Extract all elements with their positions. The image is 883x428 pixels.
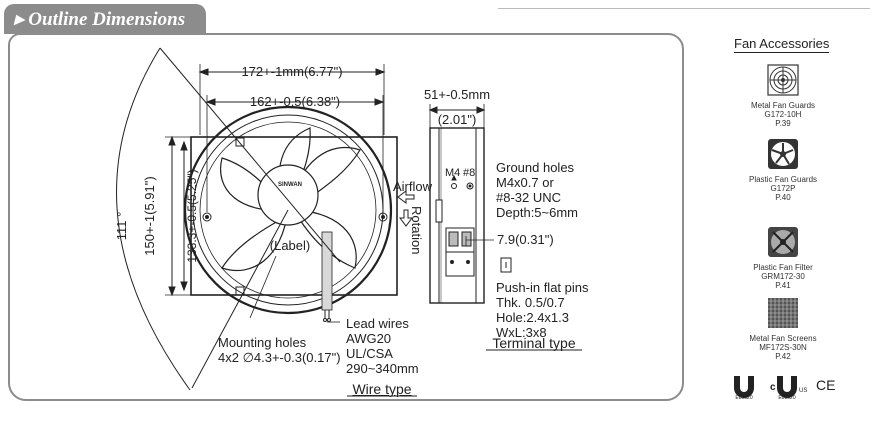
terminal-type-caption: Terminal type	[492, 335, 575, 351]
push-in-line-2: Thk. 0.5/0.7	[496, 295, 565, 310]
num8-label: #8	[463, 167, 475, 179]
mounting-holes-note: Mounting holes 4x2 ∅4.3+-0.3(0.17")	[218, 335, 341, 365]
certification-marks: E89520 c US E89520 CE	[732, 372, 862, 407]
push-in-line-1: Push-in flat pins	[496, 280, 589, 295]
front-dimension-lines	[165, 64, 386, 297]
diagram-panel	[8, 33, 684, 401]
mounting-line-1: Mounting holes	[218, 335, 307, 350]
fan-frame-ring	[183, 105, 393, 315]
section-tab: ▸ Outline Dimensions	[4, 4, 206, 34]
cur-us-mark-icon: c US E89520	[770, 376, 807, 401]
cur-file-number: E89520	[778, 395, 795, 401]
certification-logos: E89520 c US E89520 CE	[734, 376, 835, 401]
depth-inch-label: (2.01")	[438, 112, 477, 127]
fan-side-view	[429, 127, 512, 304]
wire-type-caption: Wire type	[352, 381, 411, 397]
accessory-plastic-fan-guard[interactable]: Plastic Fan Guards G172P P.40	[733, 138, 833, 202]
lead-line-3: UL/CSA	[346, 346, 393, 361]
accessory-name: Plastic Fan Filter	[753, 263, 813, 272]
lead-line-2: AWG20	[346, 331, 391, 346]
accessory-page: P.41	[775, 281, 791, 290]
accessory-plastic-fan-filter[interactable]: Plastic Fan Filter GRM172-30 P.41	[733, 226, 833, 290]
side-frame	[429, 127, 485, 304]
height-overall-label: 150+-1(5.91")	[142, 176, 157, 255]
brand-logo: SINWAN	[278, 182, 302, 188]
fan-housing	[190, 136, 398, 296]
accessory-metal-fan-guard[interactable]: Metal Fan Guards G172-10H P.39	[733, 64, 833, 128]
height-holes-label: 133.3+-0.5(5.25")	[185, 169, 199, 262]
rotation-arrow-icon	[399, 209, 413, 227]
pin-gap-label: 7.9(0.31")	[497, 232, 554, 247]
airflow-arrow-icon	[397, 190, 415, 204]
diagonal-angle-label: 111 °	[114, 212, 129, 241]
depth-label: 51+-0.5mm	[424, 87, 490, 102]
us-label: US	[799, 388, 807, 394]
accessory-name: Metal Fan Screens	[749, 334, 817, 343]
metal-fan-guard-icon	[767, 64, 799, 96]
accessory-code: GRM172-30	[761, 272, 805, 281]
ur-file-number: E89520	[735, 395, 752, 401]
push-in-line-4: WxL:3x8	[496, 325, 547, 340]
accessory-page: P.39	[775, 119, 791, 128]
accessory-page: P.40	[775, 193, 791, 202]
width-holes-label: 162+-0.5(6.38")	[250, 94, 340, 109]
ur-mark-icon: E89520	[734, 376, 754, 401]
ground-holes-line-4: Depth:5~6mm	[496, 205, 578, 220]
rotation-label: Rotation	[409, 206, 424, 254]
lead-line-4: 290~340mm	[346, 361, 419, 376]
accessories-title: Fan Accessories	[734, 36, 830, 53]
accessory-name: Metal Fan Guards	[750, 101, 816, 110]
section-title: ▸ Outline Dimensions	[14, 9, 186, 30]
section-title-text: Outline Dimensions	[28, 9, 186, 30]
accessory-page: P.42	[775, 352, 791, 361]
ground-holes-note: Ground holes M4x0.7 or #8-32 UNC Depth:5…	[496, 160, 578, 220]
ground-holes-line-2: M4x0.7 or	[496, 175, 554, 190]
diagonal-arc	[116, 47, 191, 391]
fan-hub	[257, 164, 319, 226]
lead-wire-bundle	[321, 231, 333, 322]
svg-text:c: c	[770, 382, 776, 393]
accessory-code: MF172S-30N	[759, 343, 807, 352]
diagonal-line	[159, 47, 341, 263]
accessory-name: Plastic Fan Guards	[748, 175, 818, 184]
lead-wires-note: Lead wires AWG20 UL/CSA 290~340mm	[346, 316, 419, 376]
accessory-metal-fan-screen[interactable]: Metal Fan Screens MF172S-30N P.42	[733, 297, 833, 361]
plastic-fan-guard-icon	[768, 139, 798, 169]
side-dimension-lines	[428, 104, 494, 246]
airflow-label: Airflow	[393, 179, 433, 194]
label-text: (Label)	[270, 238, 310, 253]
m4-label: M4	[445, 167, 460, 179]
ce-mark-icon: CE	[816, 377, 835, 393]
mounting-line-2: 4x2 ∅4.3+-0.3(0.17")	[218, 350, 341, 365]
width-overall-label: 172+-1mm(6.77")	[241, 64, 342, 79]
push-in-line-3: Hole:2.4x1.3	[496, 310, 569, 325]
accessory-code: G172P	[770, 184, 796, 193]
fan-front-view	[116, 47, 398, 391]
push-in-pins-note: Push-in flat pins Thk. 0.5/0.7 Hole:2.4x…	[496, 280, 589, 340]
plastic-fan-filter-icon	[768, 227, 798, 257]
top-rule	[498, 8, 870, 9]
accessory-code: G172-10H	[764, 110, 802, 119]
ground-holes-line-1: Ground holes	[496, 160, 575, 175]
lead-line-1: Lead wires	[346, 316, 409, 331]
ground-holes-line-3: #8-32 UNC	[496, 190, 561, 205]
metal-fan-screen-icon	[768, 298, 798, 328]
